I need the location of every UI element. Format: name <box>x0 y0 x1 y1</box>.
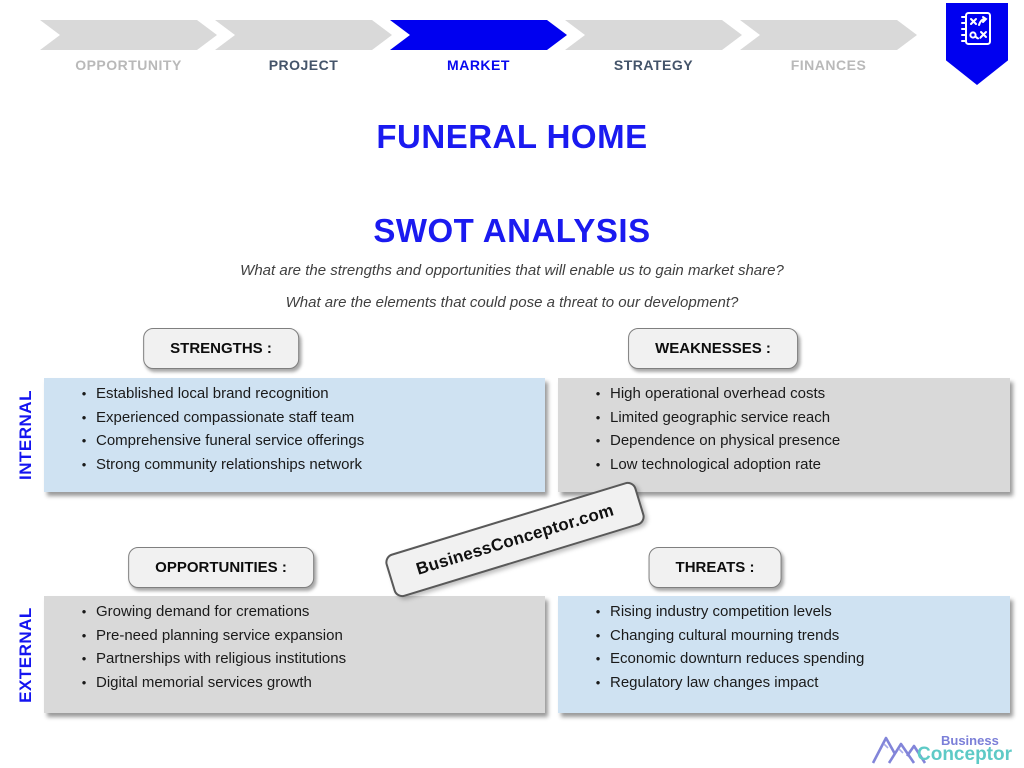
list-item: •Changing cultural mourning trends <box>558 627 1010 651</box>
process-step-market[interactable]: MARKET <box>390 20 567 78</box>
chevron-shape <box>40 20 217 50</box>
list-item: •Low technological adoption rate <box>558 456 1010 480</box>
row-label-external: EXTERNAL <box>16 607 35 703</box>
subtitle-question-2: What are the elements that could pose a … <box>285 294 739 311</box>
list-item: •Established local brand recognition <box>44 385 545 409</box>
weaknesses-heading: WEAKNESSES : <box>628 328 798 369</box>
logo-word-conceptor: Conceptor <box>917 744 1012 765</box>
subtitle-question-1: What are the strengths and opportunities… <box>240 262 784 279</box>
bullet-icon: • <box>81 433 87 448</box>
process-step-label: MARKET <box>447 57 510 73</box>
list-item: •Rising industry competition levels <box>558 603 1010 627</box>
mountains-icon <box>871 736 927 764</box>
opportunities-heading: OPPORTUNITIES : <box>128 547 314 588</box>
chevron-shape-active <box>390 20 567 50</box>
bullet-icon: • <box>595 604 601 619</box>
strategy-playbook-icon <box>961 12 991 45</box>
process-step-label: PROJECT <box>268 57 339 73</box>
bullet-icon: • <box>81 409 87 425</box>
process-bar: OPPORTUNITY PROJECT MARKET STRATEGY FINA… <box>0 0 1024 80</box>
list-item: •Regulatory law changes impact <box>558 674 1010 698</box>
list-item: •Pre-need planning service expansion <box>44 627 545 651</box>
page-title: FUNERAL HOME <box>376 118 648 155</box>
threats-heading: THREATS : <box>648 547 782 588</box>
chevron-shape <box>740 20 917 50</box>
process-step-label: OPPORTUNITY <box>75 57 182 73</box>
list-item: •Experienced compassionate staff team <box>44 409 545 433</box>
bullet-icon: • <box>81 627 87 643</box>
list-item: •Growing demand for cremations <box>44 603 545 627</box>
process-step-opportunity[interactable]: OPPORTUNITY <box>40 20 217 78</box>
process-step-strategy[interactable]: STRATEGY <box>565 20 742 78</box>
bullet-icon: • <box>81 674 87 690</box>
strengths-box: •Established local brand recognition •Ex… <box>44 378 545 492</box>
chevron-shape <box>215 20 392 50</box>
list-item: •Dependence on physical presence <box>558 432 1010 456</box>
bullet-icon: • <box>595 627 601 643</box>
swot-title: SWOT ANALYSIS <box>373 212 651 249</box>
strengths-heading: STRENGTHS : <box>143 328 299 369</box>
list-item: •Economic downturn reduces spending <box>558 650 1010 674</box>
list-item: •Partnerships with religious institution… <box>44 650 545 674</box>
bullet-icon: • <box>81 456 87 472</box>
logo-word-business: Business <box>941 733 999 748</box>
bullet-icon: • <box>595 456 601 472</box>
list-item: •Comprehensive funeral service offerings <box>44 432 545 456</box>
bullet-icon: • <box>595 433 601 448</box>
bullet-icon: • <box>595 409 601 425</box>
watermark-stamp: BusinessConceptor.com <box>383 479 647 600</box>
opportunities-box: •Growing demand for cremations •Pre-need… <box>44 596 545 713</box>
weaknesses-box: •High operational overhead costs •Limite… <box>558 378 1010 492</box>
bullet-icon: • <box>81 651 87 666</box>
row-label-internal: INTERNAL <box>16 390 36 480</box>
bullet-icon: • <box>81 604 87 619</box>
chevron-shape <box>565 20 742 50</box>
list-item: •Strong community relationships network <box>44 456 545 480</box>
process-step-finances[interactable]: FINANCES <box>740 20 917 78</box>
bullet-icon: • <box>595 386 601 401</box>
threats-box: •Rising industry competition levels •Cha… <box>558 596 1010 713</box>
list-item: •Limited geographic service reach <box>558 409 1010 433</box>
bullet-icon: • <box>81 386 87 401</box>
list-item: •Digital memorial services growth <box>44 674 545 698</box>
bullet-icon: • <box>595 651 601 666</box>
process-step-project[interactable]: PROJECT <box>215 20 392 78</box>
process-step-label: FINANCES <box>790 57 867 73</box>
list-item: •High operational overhead costs <box>558 385 1010 409</box>
bullet-icon: • <box>595 674 601 690</box>
process-step-label: STRATEGY <box>613 57 694 73</box>
business-conceptor-logo: Business Conceptor <box>869 732 1012 766</box>
